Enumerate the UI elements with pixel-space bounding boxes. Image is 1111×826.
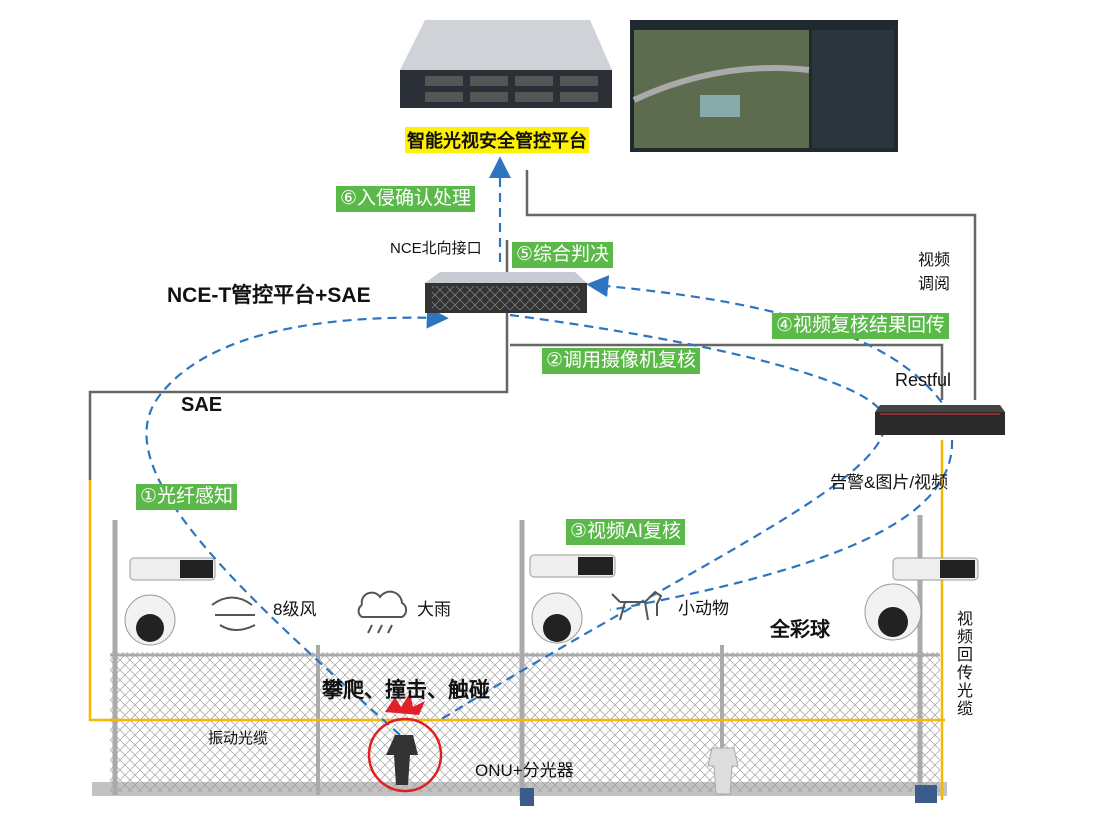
fence (92, 515, 947, 800)
camera-label: 全彩球 (770, 619, 830, 641)
rain-label: 大雨 (417, 600, 451, 619)
alarm-label: 告警&图片/视频 (830, 473, 949, 492)
impact-icon (385, 693, 425, 715)
step-5-label: ⑤综合判决 (512, 242, 614, 268)
wind-icon (211, 596, 256, 631)
platform-title: 智能光视安全管控平台 (405, 127, 589, 153)
animal-icon (611, 590, 663, 621)
step-6-label: ⑥入侵确认处理 (336, 186, 476, 212)
step-4-label: ④视频复核结果回传 (772, 313, 950, 339)
intruder-icon (386, 735, 418, 785)
platform-server (400, 20, 612, 108)
nvr-device (875, 405, 1005, 435)
camera-1 (124, 557, 216, 646)
camera-2 (529, 554, 616, 644)
splitter-device (915, 785, 937, 803)
platform-screenshot (630, 20, 898, 152)
fiber-cable (88, 440, 945, 800)
return-cable-label: 视频回传光缆 (954, 610, 971, 718)
video-access-label: 视频调阅 (918, 252, 951, 293)
restful-label: Restful (895, 370, 952, 390)
network-links (88, 170, 977, 480)
camera-3 (864, 557, 979, 641)
rain-icon (357, 590, 408, 634)
nce-interface-label: NCE北向接口 (390, 240, 482, 257)
onu-device (520, 788, 534, 806)
nce-title: NCE-T管控平台+SAE (167, 284, 371, 307)
wind-label: 8级风 (273, 600, 317, 619)
sae-label: SAE (181, 394, 223, 416)
person-icon (707, 747, 739, 795)
cable-label: 振动光缆 (208, 730, 269, 747)
nce-server (425, 272, 587, 313)
step-3-label: ③视频AI复核 (566, 519, 685, 545)
intrusion-label: 攀爬、撞击、触碰 (322, 679, 490, 702)
step-1-label: ①光纤感知 (136, 484, 238, 510)
animal-label: 小动物 (678, 599, 729, 618)
onu-label: ONU+分光器 (475, 761, 574, 780)
intrusion-marker (367, 717, 443, 793)
step-2-label: ②调用摄像机复核 (542, 348, 701, 374)
